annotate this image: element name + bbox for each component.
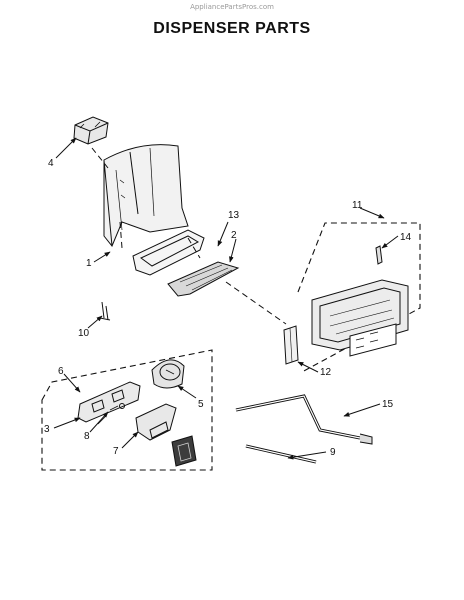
callout-9: 9 <box>330 447 336 458</box>
callout-15: 15 <box>382 399 394 410</box>
straight-tube-part <box>245 444 317 464</box>
bracket-part <box>375 245 383 265</box>
callout-14: 14 <box>400 232 412 243</box>
motor-part <box>151 359 185 389</box>
callout-8: 8 <box>84 431 90 442</box>
dispenser-housing-part <box>103 144 189 247</box>
water-tube-part <box>235 394 373 445</box>
callout-6: 6 <box>58 366 64 377</box>
callout-5: 5 <box>198 399 204 410</box>
callout-10: 10 <box>78 328 90 339</box>
control-panel-board-part <box>311 279 409 357</box>
callout-13: 13 <box>228 210 240 221</box>
page-title: DISPENSER PARTS <box>153 20 311 37</box>
dispenser-actuator-part <box>77 381 141 425</box>
drip-tray-grille-part <box>167 261 240 297</box>
callout-4: 4 <box>48 158 54 169</box>
pin-part <box>99 301 111 321</box>
site-watermark: AppliancePartsPros.com <box>190 3 274 11</box>
module-cover-part <box>171 435 197 467</box>
callout-labels: 1 2 3 4 5 6 7 8 9 10 11 12 13 14 15 <box>44 158 412 458</box>
dispenser-housing-assembly-outline <box>41 349 213 471</box>
switch-part <box>135 403 177 441</box>
callout-12: 12 <box>320 367 332 378</box>
callout-leaders <box>53 137 399 460</box>
callout-3: 3 <box>44 424 50 435</box>
callout-7: 7 <box>113 446 119 457</box>
ice-chute-flap-part <box>73 116 109 145</box>
drip-tray-frame-part <box>132 229 205 276</box>
callout-11: 11 <box>352 200 363 211</box>
callout-2: 2 <box>231 230 237 241</box>
light-lens-part <box>283 325 299 365</box>
assembly-lines <box>91 147 287 325</box>
callout-1: 1 <box>86 258 92 269</box>
